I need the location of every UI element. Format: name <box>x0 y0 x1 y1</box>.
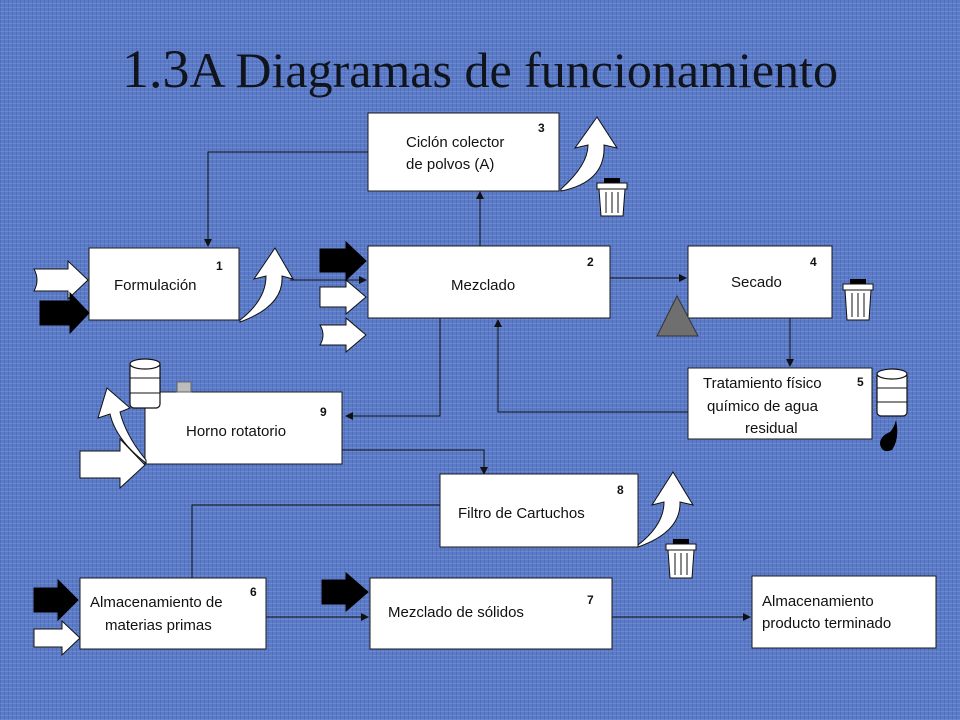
trash-bin-icon <box>665 539 697 579</box>
block-secado-box <box>687 245 833 319</box>
block-formulacion-number: 1 <box>216 259 223 273</box>
block-almacenamiento-mp-box <box>79 577 267 650</box>
block-horno: Horno rotatorio 9 <box>144 391 343 465</box>
trash-bin-icon <box>842 279 874 321</box>
block-secado: Secado 4 <box>687 245 833 319</box>
connector-horno-to-filtro <box>342 449 488 475</box>
black-block-arrow-icon <box>33 578 79 622</box>
block-ciclon: Ciclón colector de polvos (A) 3 <box>367 112 560 192</box>
block-formulacion: Formulación 1 <box>88 247 240 321</box>
trash-bin-icon <box>596 178 628 217</box>
block-almacenamiento-pt: Almacenamiento producto terminado <box>751 575 937 649</box>
block-secado-number: 4 <box>810 255 817 269</box>
block-tratamiento-line2: químico de agua <box>707 398 819 415</box>
block-tratamiento-box <box>687 367 873 440</box>
block-almacenamiento-mp-line2: materias primas <box>105 617 212 634</box>
white-block-arrow-icon <box>319 278 367 316</box>
connector-mezclado-to-horno <box>345 318 441 420</box>
white-block-arrow-icon <box>33 619 81 657</box>
title-number: 1.3 <box>122 39 190 99</box>
block-ciclon-number: 3 <box>538 121 545 135</box>
connectors <box>191 151 794 621</box>
white-block-arrow-icon <box>33 259 89 301</box>
block-almacenamiento-pt-line2: producto terminado <box>762 615 891 632</box>
black-block-arrow-icon <box>319 240 367 282</box>
block-mezclado-solidos-number: 7 <box>587 593 594 607</box>
block-mezclado-box <box>367 245 611 319</box>
block-ciclon-line1: Ciclón colector <box>406 134 504 151</box>
block-filtro-number: 8 <box>617 483 624 497</box>
block-tratamiento-line1: Tratamiento físico <box>703 375 822 392</box>
block-horno-label: Horno rotatorio <box>186 423 286 440</box>
block-almacenamiento-mp-number: 6 <box>250 585 257 599</box>
black-block-arrow-icon <box>321 571 369 613</box>
connector-ciclon-to-formulacion <box>204 151 368 247</box>
block-almacenamiento-mp-line1: Almacenamiento de <box>90 594 223 611</box>
white-block-arrow-icon <box>79 437 146 490</box>
warning-triangle-icon <box>656 294 699 337</box>
curved-emission-arrow-icon <box>637 471 695 548</box>
block-tratamiento: Tratamiento físico químico de agua resid… <box>687 367 873 440</box>
title-text: A Diagramas de funcionamiento <box>189 42 838 98</box>
block-almacenamiento-mp: Almacenamiento de materias primas 6 <box>79 577 267 650</box>
block-almacenamiento-pt-line1: Almacenamiento <box>762 593 874 610</box>
curved-emission-arrow-icon <box>97 387 147 465</box>
block-mezclado-solidos-label: Mezclado de sólidos <box>388 604 524 621</box>
block-horno-number: 9 <box>320 405 327 419</box>
drum-barrel-icon <box>129 358 192 409</box>
liquid-drop-icon <box>880 420 898 452</box>
curved-emission-arrow-icon <box>239 247 295 323</box>
block-formulacion-label: Formulación <box>114 277 197 294</box>
block-mezclado-number: 2 <box>587 255 594 269</box>
block-mezclado: Mezclado 2 <box>367 245 611 319</box>
slide-title: 1.3A Diagramas de funcionamiento <box>0 38 960 100</box>
connector-almacenamiento-to-filtro <box>191 504 440 578</box>
block-ciclon-line2: de polvos (A) <box>406 156 494 173</box>
block-tratamiento-number: 5 <box>857 375 864 389</box>
block-secado-label: Secado <box>731 274 782 291</box>
block-filtro-label: Filtro de Cartuchos <box>458 505 585 522</box>
block-mezclado-solidos: Mezclado de sólidos 7 <box>369 577 613 650</box>
block-mezclado-label: Mezclado <box>451 277 515 294</box>
block-ciclon-box <box>367 112 560 192</box>
block-horno-box <box>144 391 343 465</box>
block-almacenamiento-pt-box <box>751 575 937 649</box>
block-formulacion-box <box>88 247 240 321</box>
white-block-arrow-icon <box>319 316 367 354</box>
block-filtro-box <box>439 473 639 548</box>
block-filtro: Filtro de Cartuchos 8 <box>439 473 639 548</box>
black-block-arrow-icon <box>39 291 90 335</box>
drum-barrel-icon <box>876 368 908 417</box>
curved-emission-arrow-icon <box>560 116 619 192</box>
block-mezclado-solidos-box <box>369 577 613 650</box>
connector-tratamiento-to-mezclado <box>494 319 688 413</box>
block-tratamiento-line3: residual <box>745 420 798 437</box>
